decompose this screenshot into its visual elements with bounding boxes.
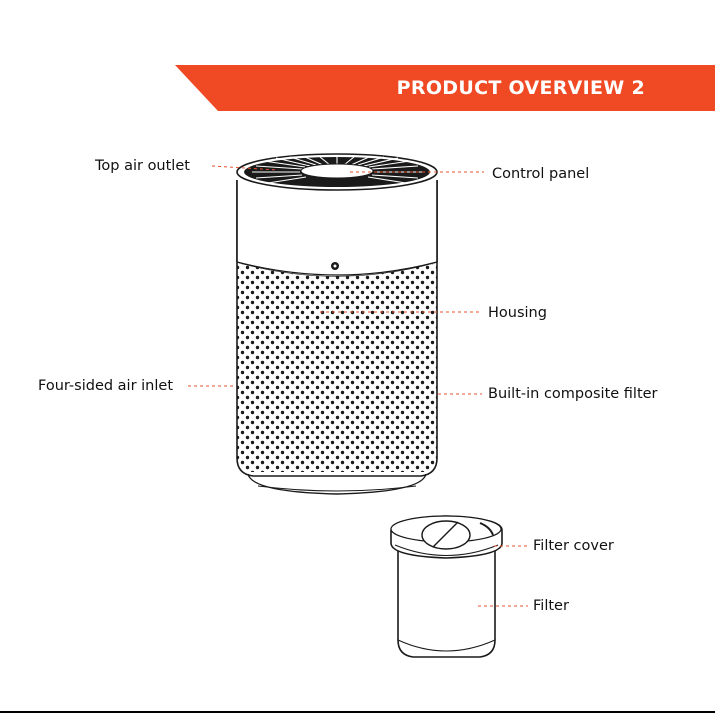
control-panel-disc <box>301 164 373 178</box>
label-housing: Housing <box>488 304 547 322</box>
label-filter-cover: Filter cover <box>533 537 614 555</box>
label-control-panel: Control panel <box>492 165 589 183</box>
label-built-in-composite-filter: Built-in composite filter <box>488 385 658 403</box>
filter-cover-hole <box>422 521 470 549</box>
sensor-icon <box>331 262 339 270</box>
filter-unit <box>391 516 502 657</box>
label-filter: Filter <box>533 597 569 615</box>
filter-body <box>398 545 495 657</box>
perforated-housing <box>237 264 437 474</box>
bottom-rule <box>0 711 715 713</box>
air-purifier <box>237 154 437 494</box>
label-top-air-outlet: Top air outlet <box>95 157 190 175</box>
label-four-sided-air-inlet: Four-sided air inlet <box>38 377 173 395</box>
